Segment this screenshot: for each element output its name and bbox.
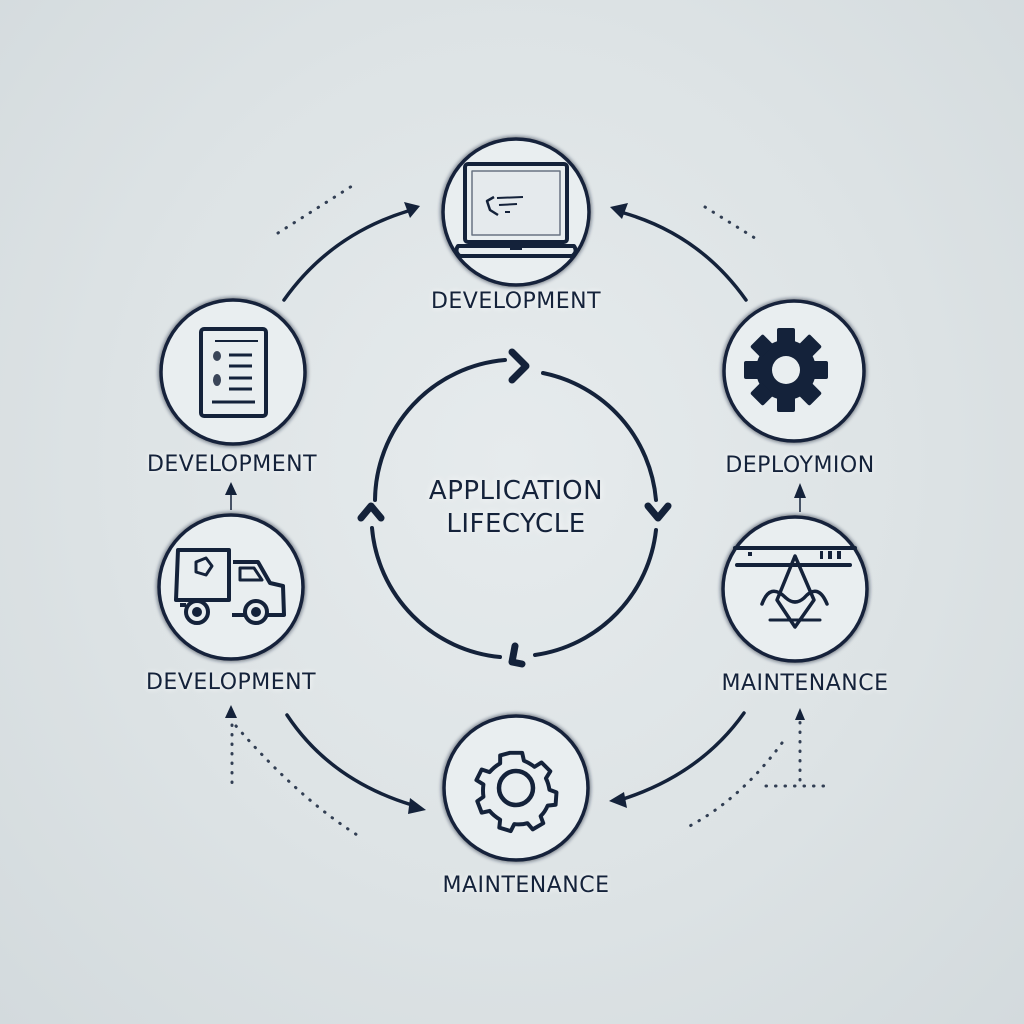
node-label-lower-right: MAINTENANCE: [721, 671, 889, 696]
arrowhead-icon: [408, 798, 426, 814]
arrow-hook-icon: [508, 642, 526, 668]
arrow-right-icon: [508, 348, 530, 384]
arrow-lower-left: [285, 713, 414, 807]
title-line-1: APPLICATION: [428, 476, 604, 506]
arrow-down-icon: [644, 502, 672, 522]
dotted-decorations: [230, 184, 832, 840]
node-label-bottom: MAINTENANCE: [442, 873, 610, 898]
central-cycle-arrowheads: [357, 348, 672, 668]
arrow-upper-left: [282, 209, 410, 302]
diagram-title: APPLICATION LIFECYCLE: [429, 475, 603, 541]
arrowhead-icon: [609, 792, 627, 808]
small-arrowhead-up-icon: [225, 705, 237, 718]
central-cycle-ring: [370, 358, 658, 659]
gear-outline-icon: [474, 750, 559, 834]
node-label-upper-left: DEVELOPMENT: [146, 452, 318, 477]
arrowhead-icon: [610, 203, 628, 219]
delivery-truck-icon: [174, 548, 286, 625]
arrow-up-icon: [357, 502, 385, 522]
node-label-top: DEVELOPMENT: [430, 289, 602, 314]
small-arrowhead-up-icon: [225, 482, 237, 495]
arrowhead-icon: [404, 202, 420, 218]
node-label-lower-left: DEVELOPMENT: [145, 670, 317, 695]
small-arrowhead-up-icon: [794, 483, 806, 498]
arrow-upper-right: [622, 211, 748, 302]
outer-arrowheads: [225, 202, 806, 814]
outer-flow-arrows: [282, 209, 748, 807]
document-list-icon: [199, 327, 268, 418]
node-label-upper-right: DEPLOYMION: [725, 453, 875, 478]
gear-solid-icon: [744, 328, 828, 412]
title-line-2: LIFECYCLE: [446, 509, 586, 539]
browser-window-icon: [733, 546, 857, 629]
laptop-code-icon: [454, 162, 578, 258]
arrow-lower-right: [618, 711, 746, 802]
